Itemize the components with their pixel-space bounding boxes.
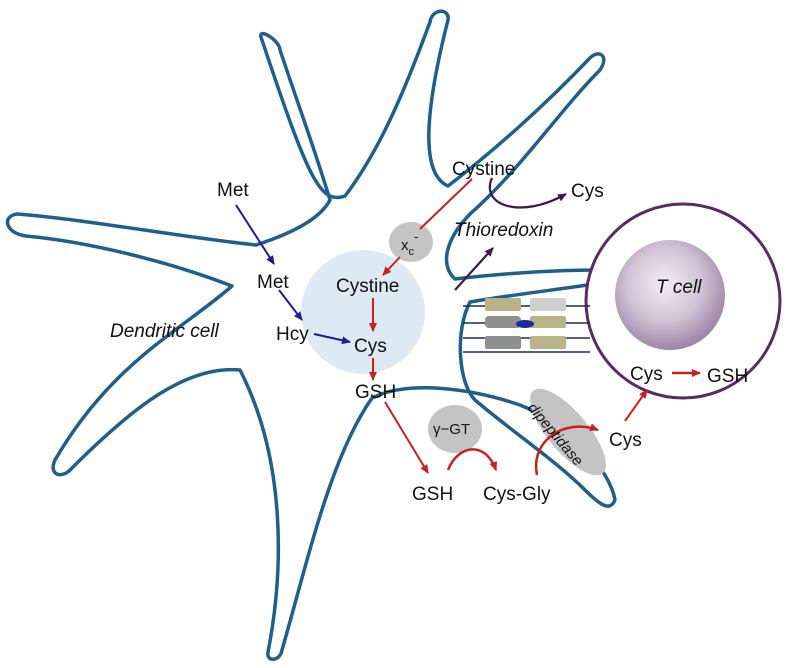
ggt-label: γ−GT <box>433 421 470 438</box>
cystine-inner-label: Cystine <box>336 276 399 297</box>
met-outer-label: Met <box>217 180 249 201</box>
dendritic-cell-label: Dendritic cell <box>110 321 220 342</box>
dipeptidase-enzyme <box>530 388 606 476</box>
t-cell-label: T cell <box>656 277 702 298</box>
cys-outer-right-label: Cys <box>609 430 642 451</box>
hcy-label: Hcy <box>276 324 309 345</box>
cys-gly-label: Cys-Gly <box>483 484 551 505</box>
dendritic-nucleus <box>301 250 425 374</box>
t-cell-nucleus <box>615 240 725 350</box>
cystine-to-cys-thioredoxin-arrow <box>488 177 567 209</box>
cystine-outer-label: Cystine <box>452 159 515 180</box>
gsh-inner-label: GSH <box>355 382 396 403</box>
thioredoxin-label: Thioredoxin <box>454 220 553 241</box>
cys-outer-top-label: Cys <box>571 181 604 202</box>
xc-to-cystine-arrow <box>382 256 401 276</box>
gsh-outer-label: GSH <box>412 484 453 505</box>
dendritic-cell-membrane <box>5 9 617 661</box>
gsh-tcell-label: GSH <box>707 366 748 387</box>
immune-synapse <box>463 298 590 353</box>
cys-tcell-label: Cys <box>630 364 663 385</box>
xc-label: xc- <box>401 229 418 258</box>
cystine-to-xc-arrow <box>419 178 473 230</box>
xc-transporter <box>389 222 433 262</box>
cys-inner-label: Cys <box>354 336 387 357</box>
ggt-enzyme <box>428 405 482 453</box>
dipeptidase-curve-arrow <box>534 423 599 476</box>
met-to-hcy-arrow <box>278 289 303 321</box>
met-inner-label: Met <box>257 272 289 293</box>
cys-to-tcell-arrow <box>624 389 648 422</box>
thioredoxin-export-arrow <box>454 247 494 291</box>
hcy-to-cys-arrow <box>313 333 351 345</box>
ggt-curve-arrow <box>446 448 498 471</box>
gsh-export-arrow <box>384 401 429 474</box>
met-to-met-arrow <box>235 204 275 265</box>
